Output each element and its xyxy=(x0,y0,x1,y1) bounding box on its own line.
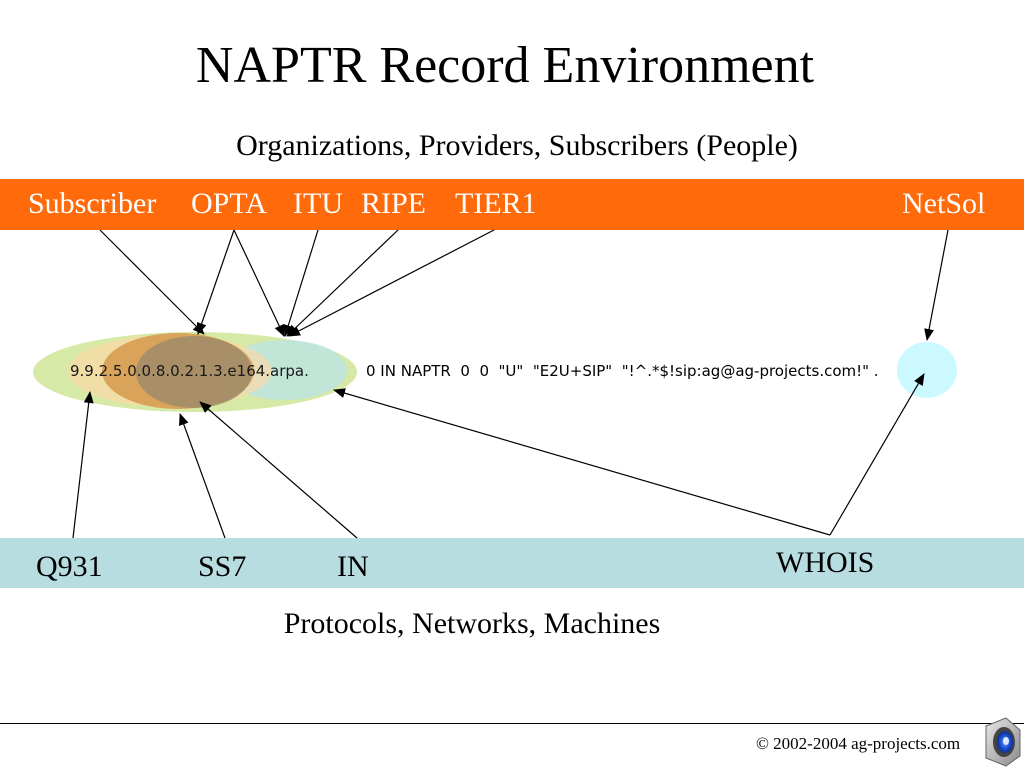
arrow-in xyxy=(199,401,358,539)
label-subscriber: Subscriber xyxy=(28,187,157,220)
label-opta: OPTA xyxy=(191,187,267,220)
arrow-opta-b xyxy=(233,229,285,337)
organizations-bar: Subscriber OPTA ITU RIPE TIER1 NetSol xyxy=(0,179,1024,230)
zone-ellipse-netsol xyxy=(897,342,957,398)
record-domain: 9.9.2.5.0.0.8.0.2.1.3.e164.arpa. xyxy=(70,362,309,380)
arrow-ss7 xyxy=(179,413,226,539)
arrow-itu xyxy=(283,229,319,337)
arrow-whois-a xyxy=(333,388,831,536)
bottom-caption: Protocols, Networks, Machines xyxy=(283,607,661,640)
record-rest: 0 IN NAPTR 0 0 "U" "E2U+SIP" "!^.*$!sip:… xyxy=(366,362,879,380)
arrow-subscriber xyxy=(99,229,205,335)
slide-subtitle: Organizations, Providers, Subscribers (P… xyxy=(236,129,798,162)
arrow-q931 xyxy=(72,391,94,539)
slide-title: NAPTR Record Environment xyxy=(195,37,815,94)
label-whois: WHOIS xyxy=(776,546,875,579)
label-tier1: TIER1 xyxy=(455,187,537,220)
label-q931: Q931 xyxy=(36,550,103,583)
label-itu: ITU xyxy=(293,187,343,220)
arrow-opta-a xyxy=(196,229,235,335)
speaker-icon[interactable] xyxy=(980,716,1024,768)
protocols-bar: Q931 SS7 IN WHOIS xyxy=(0,538,1024,588)
zone-ellipse-subscriber xyxy=(136,336,252,408)
arrow-whois-b xyxy=(829,373,925,536)
arrow-tier1 xyxy=(288,229,495,337)
arrow-ripe xyxy=(286,229,399,337)
arrow-netsol xyxy=(924,229,949,341)
label-netsol: NetSol xyxy=(902,187,986,220)
copyright-text: © 2002-2004 ag-projects.com xyxy=(756,734,961,753)
label-in: IN xyxy=(337,550,369,583)
label-ss7: SS7 xyxy=(198,550,247,583)
footer-rule xyxy=(0,723,1024,724)
label-ripe: RIPE xyxy=(361,187,427,220)
